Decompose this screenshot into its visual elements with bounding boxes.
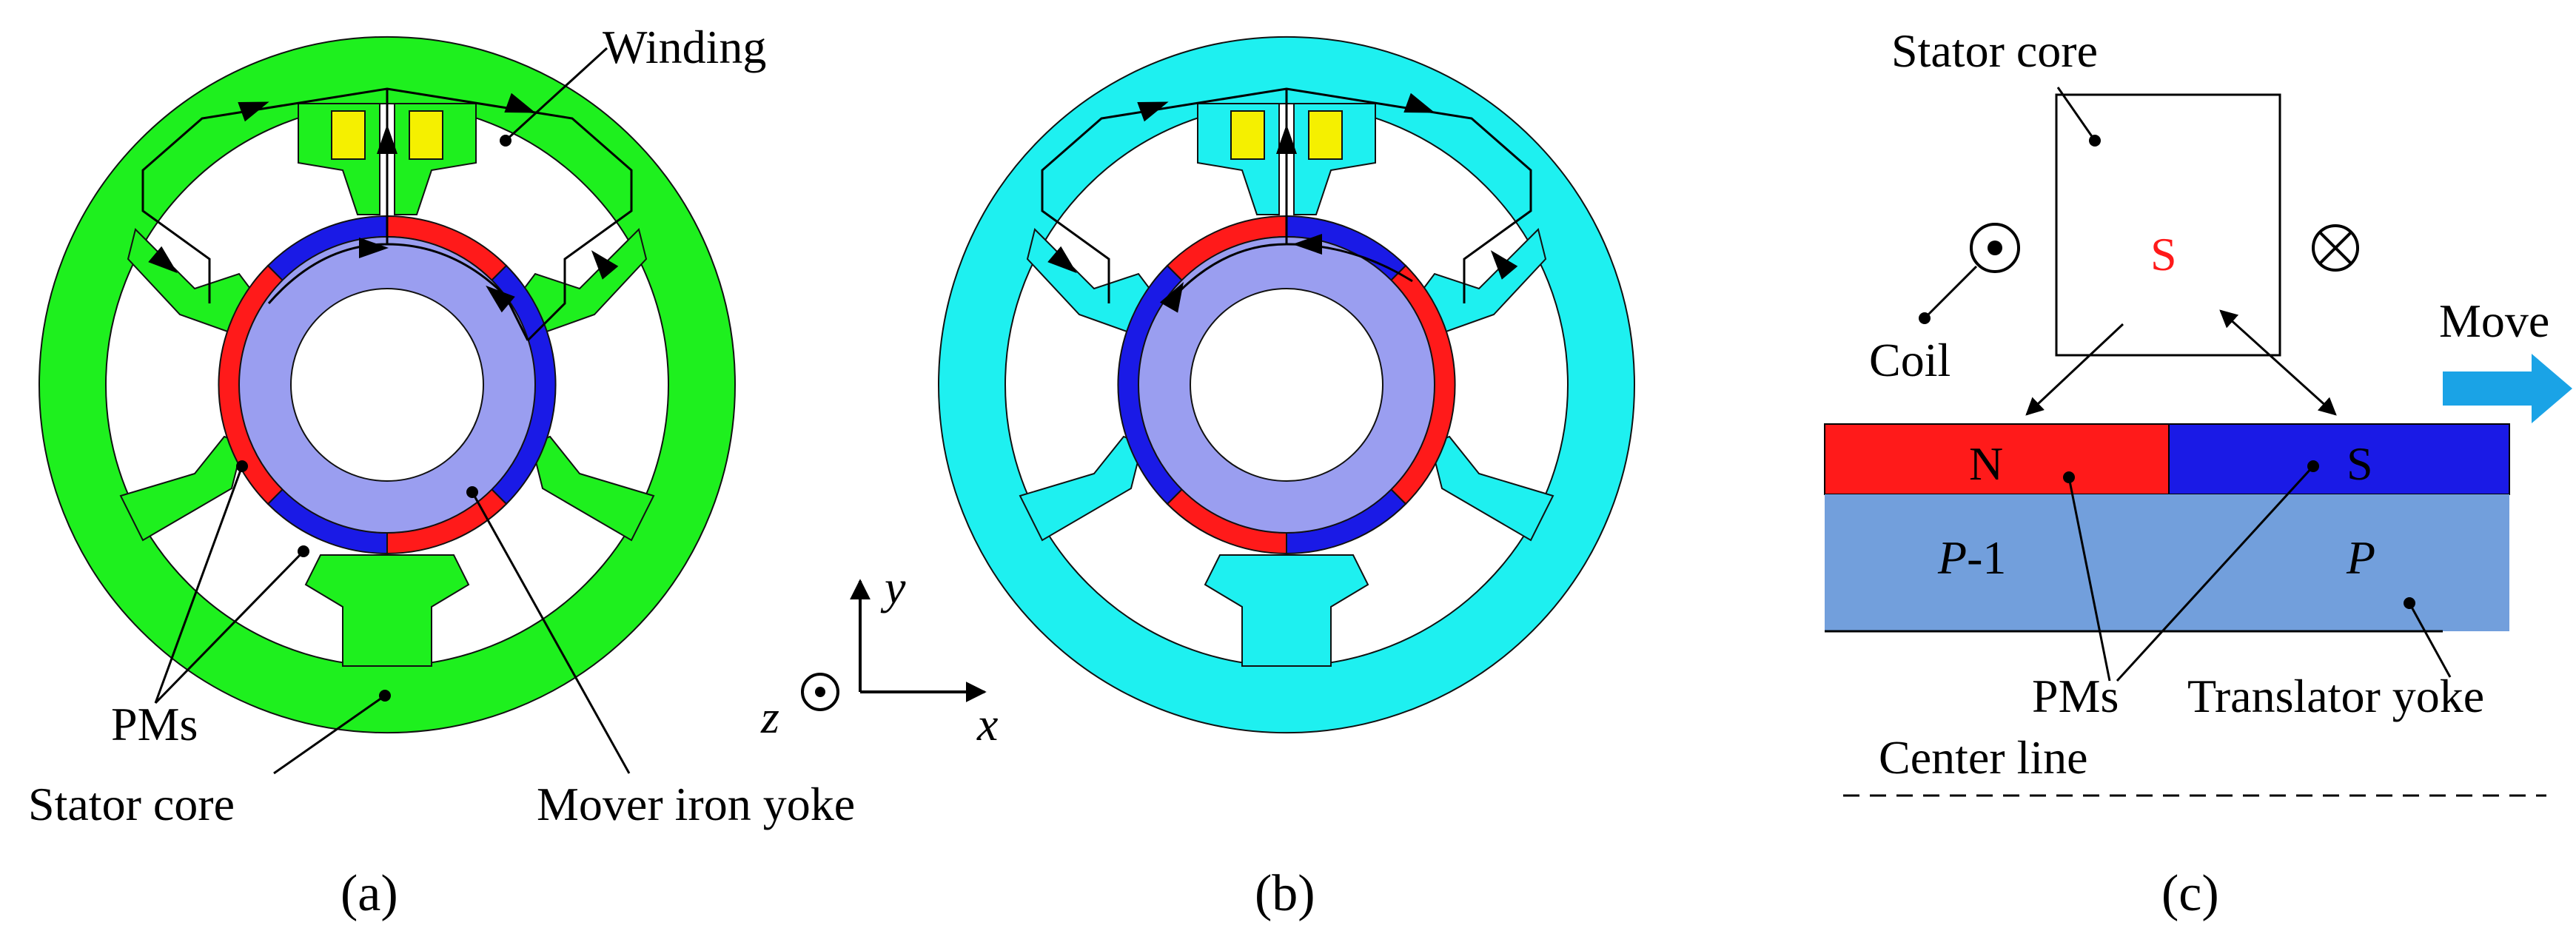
label-n-magnet: N <box>1969 437 2003 490</box>
pm-leader-n <box>2067 477 2111 682</box>
pm-s-block <box>2168 423 2510 495</box>
panel-a <box>38 36 737 733</box>
stator-core-leader <box>2056 87 2096 141</box>
caption-a: (a) <box>341 865 398 922</box>
panel-c: Stator core S Coil Move N S P-1 <box>1824 24 2572 922</box>
winding-coil-right-a <box>409 110 443 160</box>
coil-in-symbol <box>2312 224 2359 272</box>
label-translator-yoke: Translator yoke <box>2187 670 2484 722</box>
label-center-line: Center line <box>1879 731 2088 784</box>
label-stator-core-c: Stator core <box>1891 24 2098 77</box>
move-arrow <box>2443 354 2572 423</box>
label-winding: Winding <box>603 21 766 73</box>
caption-b: (b) <box>1255 865 1315 922</box>
winding-coil-right-b <box>1308 110 1343 160</box>
stator-core-dot <box>2089 135 2101 147</box>
coil-out-symbol <box>1970 223 2020 273</box>
translator-leader <box>2408 602 2452 678</box>
stator-s-pole: S <box>2150 228 2177 280</box>
label-p-minus-1: P-1 <box>1937 531 2006 584</box>
pm-leader-s <box>2116 465 2315 682</box>
label-s-magnet: S <box>2347 437 2373 490</box>
label-pms-c: PMs <box>2032 670 2119 722</box>
label-p: P <box>2346 531 2375 584</box>
flux-arrow-to-n <box>2025 323 2124 416</box>
label-stator-core-a: Stator core <box>28 778 235 830</box>
panel-b <box>937 36 1636 733</box>
caption-c: (c) <box>2161 865 2219 922</box>
pm-dot-s <box>2307 460 2319 472</box>
panel-a-callouts <box>154 47 631 775</box>
mover-iron-yoke-b <box>1137 236 1436 534</box>
z-axis-dot <box>815 687 825 697</box>
translator-dot <box>2404 597 2415 609</box>
winding-coil-left-b <box>1230 110 1265 160</box>
coil-leader-dot <box>1919 312 1931 324</box>
coil-leader <box>1923 265 1978 320</box>
stator-core-ring-b <box>937 36 1636 733</box>
pm-n-block <box>1824 423 2170 495</box>
flux-arrow-to-s <box>2219 309 2337 416</box>
pm-ring-b <box>1117 215 1456 555</box>
label-mover-iron-yoke: Mover iron yoke <box>537 778 855 830</box>
label-pms-a: PMs <box>111 698 198 750</box>
label-move: Move <box>2439 295 2549 347</box>
label-coil: Coil <box>1869 334 1951 386</box>
panel-a-dots <box>236 135 511 702</box>
translator-yoke-block <box>1825 494 2509 631</box>
axis-label-z: z <box>760 690 779 743</box>
stator-core-ring-a <box>38 36 737 733</box>
axis-label-x: x <box>976 698 998 750</box>
flux-path-a <box>141 87 633 342</box>
mover-iron-yoke-a <box>238 236 537 534</box>
coordinate-axes <box>801 579 987 711</box>
pm-dot-n <box>2063 471 2075 483</box>
winding-coil-left-a <box>331 110 366 160</box>
axis-label-y: y <box>880 561 906 613</box>
